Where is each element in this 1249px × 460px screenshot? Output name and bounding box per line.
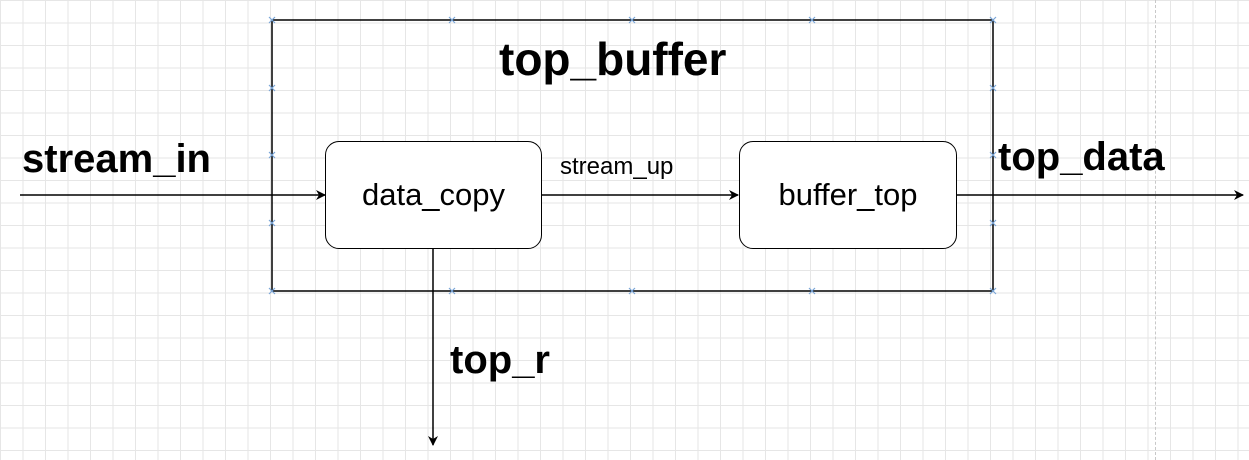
data-copy-block[interactable]: data_copy: [325, 141, 542, 249]
connection-point-icon: [448, 16, 456, 24]
connection-point-icon: [808, 16, 816, 24]
buffer-top-label: buffer_top: [778, 177, 918, 212]
top-data-label: top_data: [998, 135, 1165, 179]
data-copy-label: data_copy: [361, 177, 506, 212]
connection-point-icon: [268, 219, 276, 227]
connection-point-icon: [989, 151, 997, 159]
buffer-top-block[interactable]: buffer_top: [739, 141, 957, 249]
container-title: top_buffer: [499, 33, 727, 85]
connection-point-icon: [989, 219, 997, 227]
page-boundary-guide: [1155, 0, 1156, 460]
connection-point-icon: [268, 16, 276, 24]
connection-point-icon: [268, 287, 276, 295]
connection-point-icon: [628, 16, 636, 24]
connection-points: [268, 16, 997, 295]
stream-up-label: stream_up: [560, 153, 674, 180]
connection-point-icon: [628, 287, 636, 295]
connection-point-icon: [989, 16, 997, 24]
connection-point-icon: [268, 151, 276, 159]
connection-point-icon: [989, 287, 997, 295]
connection-point-icon: [268, 84, 276, 92]
top-r-label: top_r: [450, 338, 550, 382]
connection-point-icon: [989, 84, 997, 92]
connection-point-icon: [448, 287, 456, 295]
connection-point-icon: [808, 287, 816, 295]
stream-in-label: stream_in: [22, 137, 211, 181]
